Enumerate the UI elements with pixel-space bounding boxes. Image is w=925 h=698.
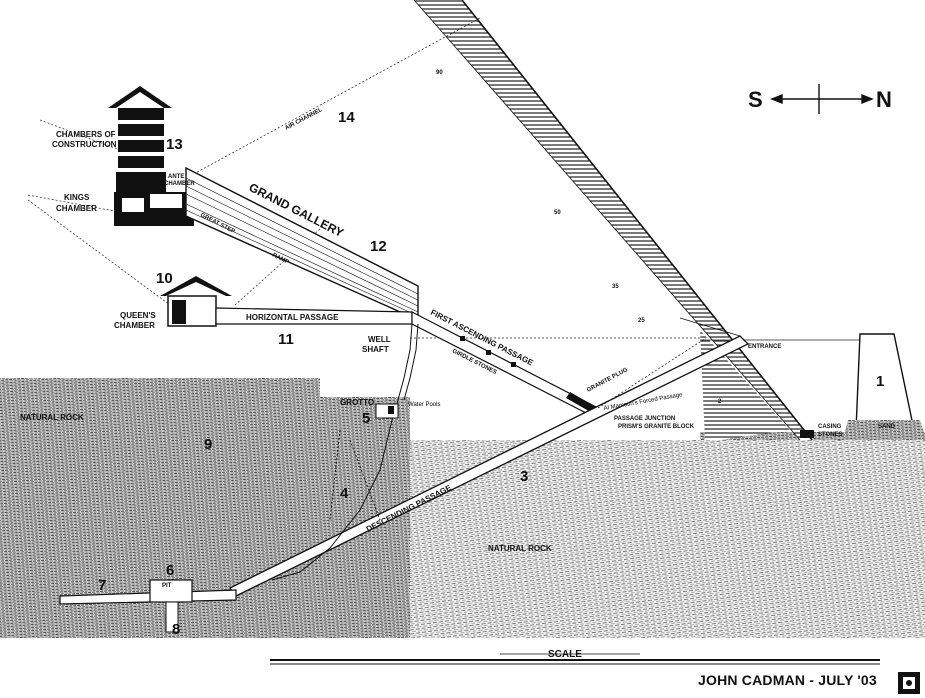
author-logo [898, 672, 920, 694]
passage-junction-label: PASSAGE JUNCTION [614, 416, 675, 422]
entrance-block [800, 333, 925, 438]
well-shaft [271, 323, 419, 581]
chambers-of-construction-label-1: CHAMBERS OF [56, 130, 116, 139]
compass-north: N [876, 87, 892, 112]
pyramid-face-casing [413, 0, 813, 441]
casing-stones-label-1: CASING [818, 424, 842, 430]
chambers-of-construction [108, 86, 194, 226]
scale-label: SCALE [548, 649, 582, 660]
water-pools-label: Water Pools [408, 402, 440, 408]
ante-chamber-label-1: ANTE [168, 174, 184, 180]
slope-mark-35: 35 [612, 284, 619, 290]
grotto-label: GROTTO [340, 398, 374, 407]
air-channel-label: AIR CHANNEL [284, 107, 324, 132]
prism-granite-block-label: PRISM'S GRANITE BLOCK [618, 424, 695, 430]
callout-4: 4 [340, 485, 349, 502]
queens-chamber [160, 276, 232, 327]
subterranean-passage [59, 579, 237, 633]
horizontal-passage-label: HORIZONTAL PASSAGE [246, 313, 339, 322]
queens-chamber-label-1: QUEEN'S [120, 311, 156, 320]
granite-plug-label: GRANITE PLUG [586, 367, 629, 394]
queens-chamber-label-2: CHAMBER [114, 321, 155, 330]
numbered-callouts: 1 2 3 4 5 6 7 8 9 10 11 12 13 14 [98, 109, 884, 638]
first-ascending-passage [411, 311, 599, 417]
author-credit: JOHN CADMAN - JULY '03 [698, 672, 877, 688]
well-shaft-label-1: WELL [368, 335, 391, 344]
callout-14: 14 [338, 109, 355, 126]
slope-mark-25: 25 [638, 318, 645, 324]
callout-13: 13 [166, 136, 183, 153]
callout-3: 3 [520, 468, 528, 485]
slope-mark-90: 90 [436, 70, 443, 76]
well-shaft-label-2: SHAFT [362, 345, 389, 354]
callout-8: 8 [172, 621, 180, 638]
grotto [375, 403, 399, 419]
callout-11: 11 [278, 331, 294, 348]
callout-2: 2 [718, 399, 722, 405]
compass-south: S [748, 87, 763, 112]
natural-rock-left-label: NATURAL ROCK [20, 413, 84, 422]
pit-label: PIT [162, 583, 172, 589]
compass: S N [748, 84, 892, 114]
entrance-label: ENTRANCE [748, 344, 781, 350]
forced-passage [597, 317, 741, 409]
grand-gallery [185, 166, 419, 322]
sand-label: SAND [878, 424, 896, 430]
callout-1: 1 [876, 373, 884, 390]
kings-chamber-label-2: CHAMBER [56, 204, 97, 213]
kings-chamber-label-1: KINGS [64, 193, 90, 202]
callout-12: 12 [370, 238, 387, 255]
natural-rock-mass [0, 378, 925, 638]
callout-9: 9 [204, 436, 212, 453]
natural-rock-center-label: NATURAL ROCK [488, 544, 552, 553]
slope-mark-50: 50 [554, 210, 561, 216]
casing-stones-label-2: STONES [818, 432, 843, 438]
ante-chamber-label-2: CHAMBER [164, 181, 195, 187]
scale-bar: SCALE [270, 649, 880, 665]
callout-7: 7 [98, 577, 106, 594]
callout-6: 6 [166, 562, 174, 579]
chambers-of-construction-label-2: CONSTRUCTION [52, 140, 117, 149]
callout-5: 5 [362, 410, 370, 427]
callout-10: 10 [156, 270, 173, 287]
